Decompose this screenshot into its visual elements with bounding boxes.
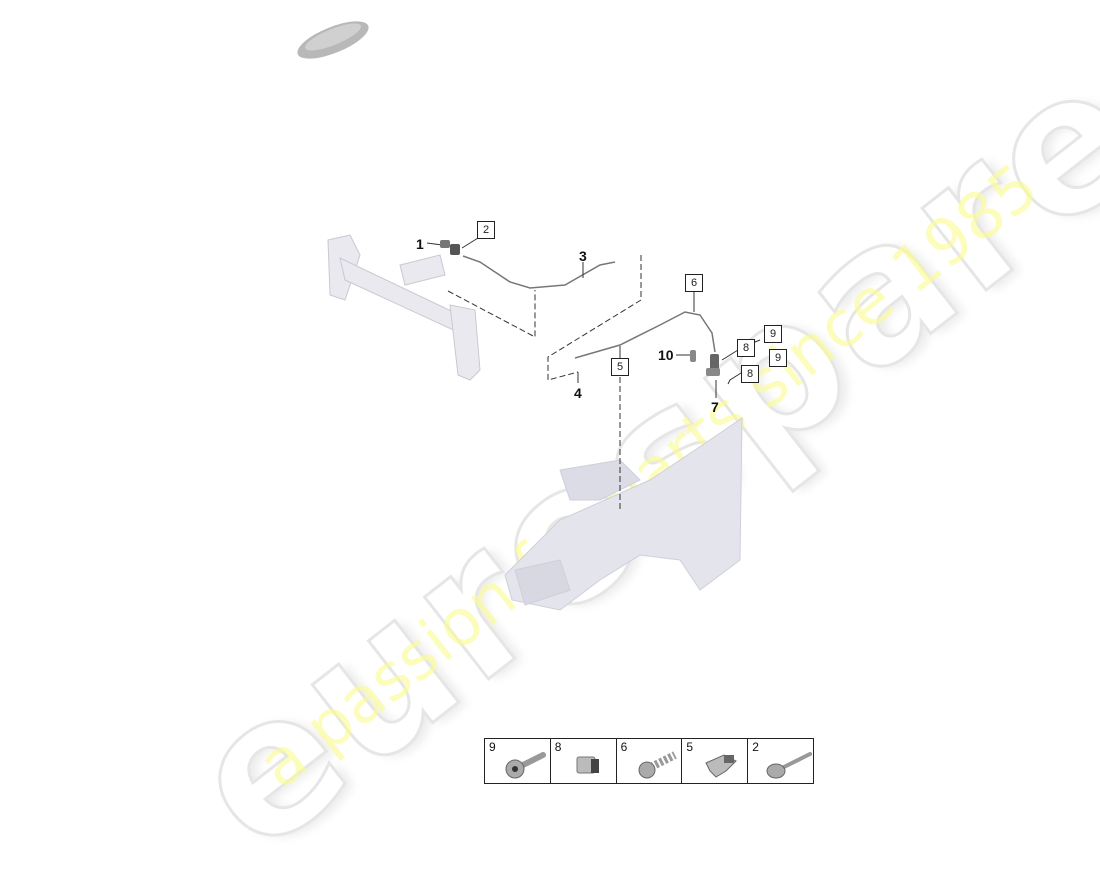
cross-member-part (327, 234, 481, 381)
callout-box-2[interactable]: 2 (477, 221, 495, 239)
legend-number: 9 (489, 740, 496, 754)
long-bolt-icon (766, 752, 813, 779)
parts-legend: 9 8 6 5 2 (484, 738, 814, 784)
legend-item[interactable]: 9 (485, 739, 551, 783)
legend-item[interactable]: 2 (748, 739, 813, 783)
legend-item[interactable]: 5 (682, 739, 749, 783)
legend-item[interactable]: 6 (617, 739, 683, 783)
lock-part (706, 354, 720, 376)
callout-box-9[interactable]: 9 (769, 349, 787, 367)
cable-lines (462, 255, 716, 359)
diagram-drawing (297, 21, 761, 611)
legend-item[interactable]: 8 (551, 739, 617, 783)
legend-number: 2 (752, 740, 759, 754)
bracket-part (690, 350, 696, 362)
torx-bolt-icon (505, 752, 546, 779)
screw-icon (638, 751, 677, 779)
callout-box-5[interactable]: 5 (611, 358, 629, 376)
actuator-part (440, 240, 460, 255)
callout-box-8[interactable]: 8 (737, 339, 755, 357)
fender-body-part (504, 417, 743, 611)
legend-number: 8 (554, 740, 562, 754)
callout-4[interactable]: 4 (574, 385, 582, 401)
callout-3[interactable]: 3 (579, 248, 587, 264)
callout-box-8[interactable]: 8 (741, 365, 759, 383)
legend-number: 6 (620, 740, 628, 754)
callout-7[interactable]: 7 (711, 399, 719, 415)
legend-number: 5 (686, 740, 694, 754)
cable-clip-icon (705, 754, 738, 778)
callout-1[interactable]: 1 (416, 236, 424, 252)
callout-box-6[interactable]: 6 (685, 274, 703, 292)
clip-nut-icon (576, 756, 599, 774)
callout-10[interactable]: 10 (658, 347, 674, 363)
car-thumbnail-icon (297, 21, 369, 59)
callout-box-9[interactable]: 9 (764, 325, 782, 343)
